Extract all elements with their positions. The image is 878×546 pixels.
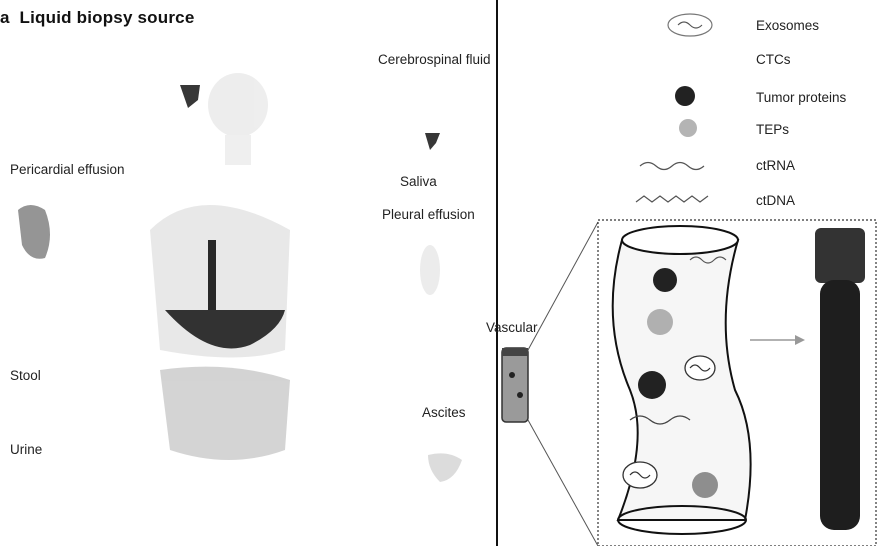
ctrna-icon [640, 163, 704, 170]
label-pericardial-effusion: Pericardial effusion [10, 162, 125, 177]
vessel-zoom-illustration [613, 226, 751, 534]
blood-collection-tube [815, 228, 865, 530]
label-pleural-effusion: Pleural effusion [382, 207, 475, 222]
callout-line-bottom [528, 420, 598, 546]
tumor-protein-icon [675, 86, 695, 106]
label-vascular: Vascular [486, 320, 538, 335]
label-ascites: Ascites [422, 405, 466, 420]
pleura-shape [420, 245, 440, 295]
neck-shape [225, 135, 251, 165]
vascular-segment-small [502, 348, 528, 422]
heart-shape [18, 205, 50, 259]
head-shape [208, 73, 268, 137]
legend-label-ctrna: ctRNA [756, 158, 795, 173]
salivary-gland-shape [425, 133, 440, 150]
tube-cap [815, 228, 865, 283]
legend-label-exosomes: Exosomes [756, 18, 819, 33]
callout-line-top [528, 222, 598, 350]
tep-icon [679, 119, 697, 137]
bladder-shape [428, 453, 462, 482]
legend-label-ctdna: ctDNA [756, 193, 795, 208]
legend-label-tumor-proteins: Tumor proteins [756, 90, 846, 105]
intestine-shape [160, 367, 290, 460]
label-stool: Stool [10, 368, 41, 383]
brain-marker-shape [180, 85, 200, 108]
legend-label-teps: TEPs [756, 122, 789, 137]
label-saliva: Saliva [400, 174, 437, 189]
tube-body [820, 280, 860, 530]
tumor-protein-cluster-1 [653, 268, 677, 292]
arrow-to-tube [750, 335, 805, 345]
human-body-illustration [18, 73, 462, 482]
ctdna-icon [636, 196, 708, 202]
legend-label-ctcs: CTCs [756, 52, 791, 67]
label-urine: Urine [10, 442, 42, 457]
tumor-protein-cluster-2 [638, 371, 666, 399]
esophagus-shape [208, 240, 216, 320]
legend-icons [636, 14, 712, 202]
label-cerebrospinal-fluid: Cerebrospinal fluid [378, 52, 491, 67]
tep-particle-2 [692, 472, 718, 498]
tep-particle-1 [647, 309, 673, 335]
